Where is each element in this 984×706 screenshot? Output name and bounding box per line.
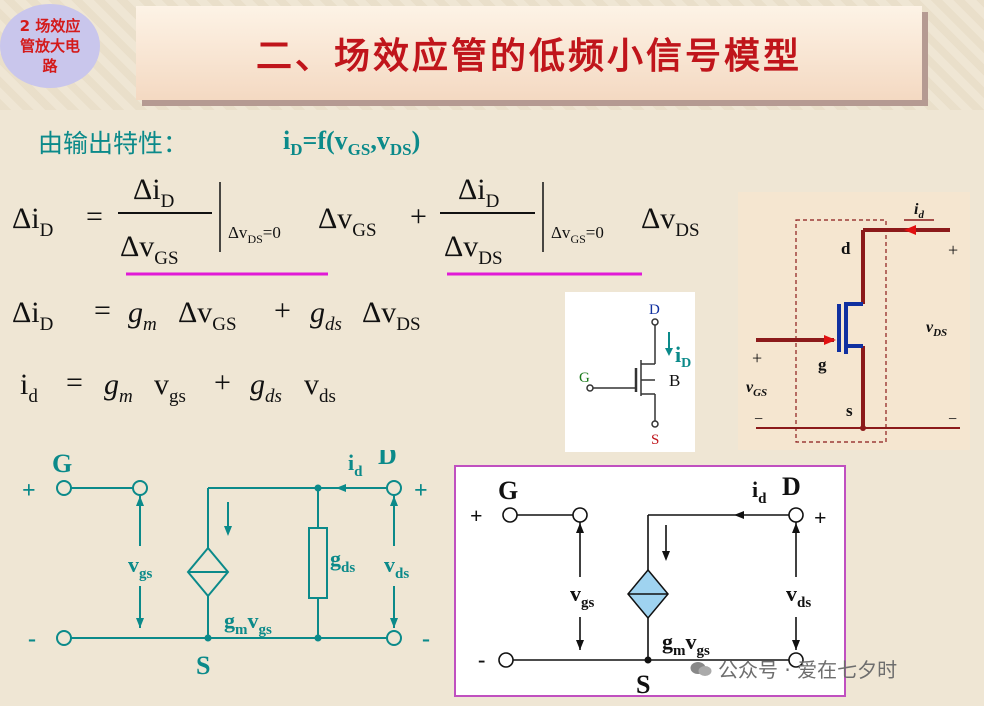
eq3-equals: = bbox=[66, 366, 83, 399]
circuit-plus-left: + bbox=[752, 348, 762, 368]
mosfet-symbol-panel: D G S B iD bbox=[565, 292, 695, 452]
wechat-icon bbox=[690, 661, 712, 676]
eq1-plus: + bbox=[410, 200, 427, 233]
left-minus-d: - bbox=[422, 626, 430, 652]
box-plus-d: + bbox=[814, 505, 827, 530]
eq2-v2: ΔvDS bbox=[362, 296, 421, 335]
circuit-plus-right: + bbox=[948, 240, 958, 260]
drain-current-arrow bbox=[904, 225, 916, 235]
device-boundary bbox=[795, 219, 887, 443]
box-label-vds: vds bbox=[786, 581, 811, 611]
mos-label-g: G bbox=[579, 370, 590, 386]
circuit-label-vds: vDS bbox=[926, 319, 947, 339]
bias-circuit-panel: id d g s vDS vGS + + − − bbox=[738, 192, 970, 450]
eq3-lhs: id bbox=[20, 368, 38, 407]
eq2-g2: gds bbox=[310, 296, 342, 335]
eq1-equals: = bbox=[86, 200, 103, 233]
left-label-gmvgs: gmvgs bbox=[224, 608, 272, 638]
slide-title: 二、场效应管的低频小信号模型 bbox=[255, 36, 802, 77]
eq1-t1-cond: ΔvDS=0 bbox=[228, 223, 281, 246]
eq2-plus: + bbox=[274, 294, 291, 327]
circuit-label-d: d bbox=[841, 239, 851, 258]
eq3-v2: vds bbox=[304, 368, 336, 407]
watermark-text: 公众号 · 爱在七夕时 bbox=[718, 658, 898, 682]
eq1-t2-den: ΔvDS bbox=[444, 230, 503, 269]
left-label-vds: vds bbox=[384, 552, 409, 582]
box-label-gmvgs: gmvgs bbox=[662, 629, 710, 659]
mos-label-d: D bbox=[649, 302, 660, 318]
circuit-label-vgs: vGS bbox=[746, 379, 767, 399]
circuit-label-id: id bbox=[914, 201, 924, 221]
section-badge: 2 场效应 管放大电 路 bbox=[0, 4, 100, 88]
circuit-label-s: s bbox=[846, 401, 853, 420]
left-plus-g: + bbox=[22, 478, 36, 504]
box-label-D: D bbox=[782, 472, 801, 501]
watermark: 公众号 · 爱在七夕时 bbox=[690, 654, 897, 683]
small-signal-model-left: G + - D + - S id vgs vds gds gmvgs bbox=[22, 450, 430, 680]
mos-label-id: iD bbox=[675, 342, 691, 371]
eq1-t1-mult: ΔvGS bbox=[318, 202, 377, 241]
eq3-v1: vgs bbox=[154, 368, 186, 407]
eq1-lhs: ΔiD bbox=[12, 202, 53, 241]
left-label-vgs: vgs bbox=[128, 552, 153, 582]
eq2-g1: gm bbox=[128, 296, 157, 335]
left-label-id: id bbox=[348, 450, 363, 480]
function-definition: iD=f(vGS,vDS) bbox=[283, 126, 421, 160]
eq3-g2: gds bbox=[250, 368, 282, 407]
eq1-t1-num: ΔiD bbox=[133, 173, 174, 212]
left-label-S: S bbox=[196, 651, 210, 680]
mosfet-symbol: D G S B iD bbox=[579, 302, 691, 448]
eq3-g1: gm bbox=[104, 368, 133, 407]
box-minus-g: - bbox=[478, 647, 485, 672]
eq1-t2-mult: ΔvDS bbox=[641, 202, 700, 241]
bias-circuit: id d g s vDS vGS + + − − bbox=[746, 201, 960, 443]
eq1-t2-cond: ΔvGS=0 bbox=[551, 223, 604, 246]
eq2-equals: = bbox=[94, 294, 111, 327]
circuit-minus-right: − bbox=[948, 411, 957, 428]
eq1-t1-den: ΔvGS bbox=[120, 230, 179, 269]
left-label-G: G bbox=[52, 450, 72, 478]
small-signal-model-boxed-diagram: G + - D + S id vgs vds gmvgs bbox=[470, 472, 827, 699]
mos-current-arrowhead bbox=[665, 348, 673, 356]
mos-label-b: B bbox=[669, 371, 680, 390]
circuit-label-g: g bbox=[818, 355, 827, 374]
title-banner: 二、场效应管的低频小信号模型 bbox=[136, 6, 922, 100]
gate-arrow bbox=[824, 335, 836, 345]
eq2-v1: ΔvGS bbox=[178, 296, 237, 335]
eq3-plus: + bbox=[214, 366, 231, 399]
box-label-id: id bbox=[752, 477, 767, 507]
subheading: 由输出特性： bbox=[38, 129, 189, 158]
eq1-t2-num: ΔiD bbox=[458, 173, 499, 212]
left-minus-g: - bbox=[28, 626, 36, 652]
circuit-minus-left: − bbox=[754, 411, 763, 428]
left-label-D: D bbox=[378, 450, 397, 470]
box-label-G: G bbox=[498, 476, 518, 505]
left-label-gds: gds bbox=[330, 546, 355, 576]
left-plus-d: + bbox=[414, 478, 428, 504]
small-signal-model-boxed: G + - D + S id vgs vds gmvgs bbox=[454, 465, 846, 699]
box-label-vgs: vgs bbox=[570, 581, 595, 611]
box-plus-g: + bbox=[470, 503, 483, 528]
mos-label-s: S bbox=[651, 432, 659, 448]
box-label-S: S bbox=[636, 670, 650, 695]
eq2-lhs: ΔiD bbox=[12, 296, 53, 335]
